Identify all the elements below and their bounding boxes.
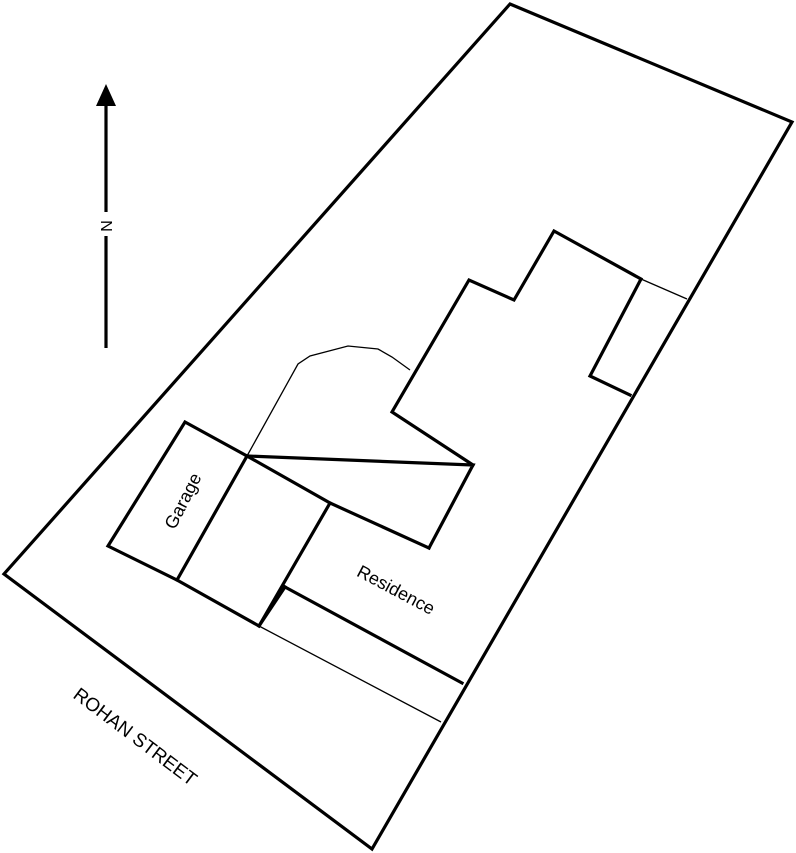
residence-label: Residence — [354, 561, 438, 619]
north-label: N — [99, 220, 116, 232]
street-label: ROHAN STREET — [69, 684, 201, 791]
rear-path-curve — [246, 345, 411, 457]
residence-bottom-wall — [256, 584, 288, 629]
residence-outline-main — [389, 228, 644, 468]
garage-label: Garage — [160, 470, 205, 533]
residence-outline-upper — [245, 454, 476, 551]
carport-block — [174, 453, 333, 629]
north-arrow-icon — [96, 84, 116, 348]
driveway-line — [258, 625, 442, 723]
residence-front-lower — [282, 584, 465, 686]
residence-front-wall — [327, 500, 432, 551]
side-boundary-line — [640, 278, 688, 300]
